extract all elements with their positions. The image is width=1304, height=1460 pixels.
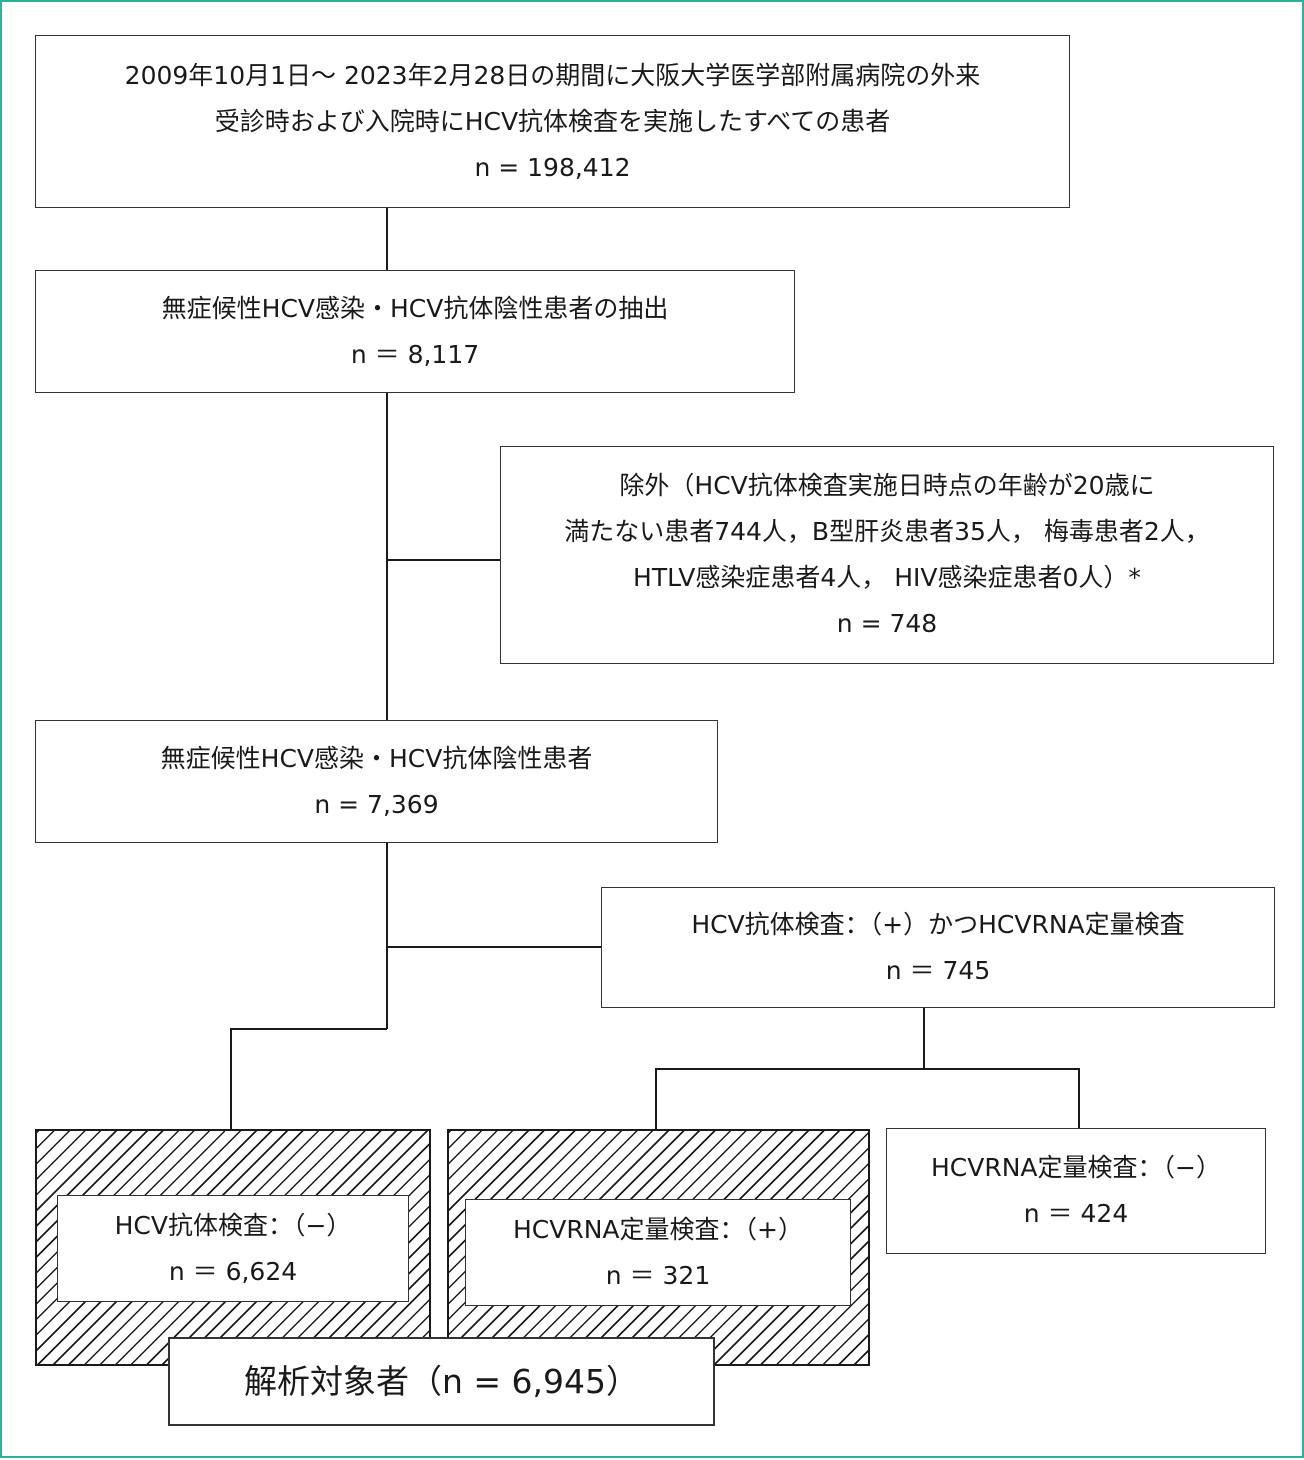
extracted-count: n ＝ 8,117: [350, 339, 480, 369]
rna-positive-count: n ＝ 321: [605, 1260, 711, 1290]
all-patients-box: 2009年10月1日～ 2023年2月28日の期間に大阪大学医学部附属病院の外来…: [35, 35, 1070, 208]
antibody-positive-count: n ＝ 745: [885, 955, 991, 985]
all-patients-line1: 2009年10月1日～ 2023年2月28日の期間に大阪大学医学部附属病院の外来: [124, 60, 981, 90]
rna-negative-label: HCVRNA定量検査：（−）: [931, 1153, 1221, 1182]
extracted-label: 無症候性HCV感染・HCV抗体陰性患者の抽出: [161, 293, 669, 323]
analysis-label: 解析対象者（n = 6,945）: [243, 1361, 640, 1401]
rna-negative-count: n ＝ 424: [1023, 1199, 1129, 1228]
excluded-line1: 除外（HCV抗体検査実施日時点の年齢が20歳に: [619, 471, 1155, 500]
analysis-box: 解析対象者（n = 6,945）: [168, 1337, 715, 1426]
antibody-negative-label: HCV抗体検査：（−）: [114, 1210, 352, 1240]
rna-negative-box: HCVRNA定量検査：（−） n ＝ 424: [886, 1128, 1266, 1254]
antibody-negative-box: HCV抗体検査：（−） n ＝ 6,624: [57, 1195, 409, 1302]
extracted-box: 無症候性HCV感染・HCV抗体陰性患者の抽出 n ＝ 8,117: [35, 270, 795, 393]
cohort-label: 無症候性HCV感染・HCV抗体陰性患者: [160, 743, 593, 773]
excluded-line3: HTLV感染症患者4人， HIV感染症患者0人）*: [633, 563, 1141, 592]
antibody-positive-box: HCV抗体検査：（+）かつHCVRNA定量検査 n ＝ 745: [601, 887, 1275, 1008]
excluded-box: 除外（HCV抗体検査実施日時点の年齢が20歳に 満たない患者744人，B型肝炎患…: [500, 446, 1274, 664]
rna-positive-box: HCVRNA定量検査：（+） n ＝ 321: [465, 1199, 851, 1306]
connector-rna-split: [655, 1068, 1080, 1129]
cohort-count: n = 7,369: [314, 789, 439, 819]
connector-to-antibody-negative: [230, 1028, 387, 1129]
antibody-negative-count: n ＝ 6,624: [168, 1256, 298, 1286]
excluded-count: n = 748: [836, 609, 938, 638]
cohort-box: 無症候性HCV感染・HCV抗体陰性患者 n = 7,369: [35, 720, 718, 843]
all-patients-line2: 受診時および入院時にHCV抗体検査を実施したすべての患者: [214, 106, 891, 136]
excluded-line2: 満たない患者744人，B型肝炎患者35人， 梅毒患者2人，: [564, 517, 1210, 546]
antibody-positive-label: HCV抗体検査：（+）かつHCVRNA定量検査: [691, 909, 1185, 939]
all-patients-count: n = 198,412: [474, 152, 631, 182]
rna-positive-label: HCVRNA定量検査：（+）: [513, 1214, 803, 1244]
